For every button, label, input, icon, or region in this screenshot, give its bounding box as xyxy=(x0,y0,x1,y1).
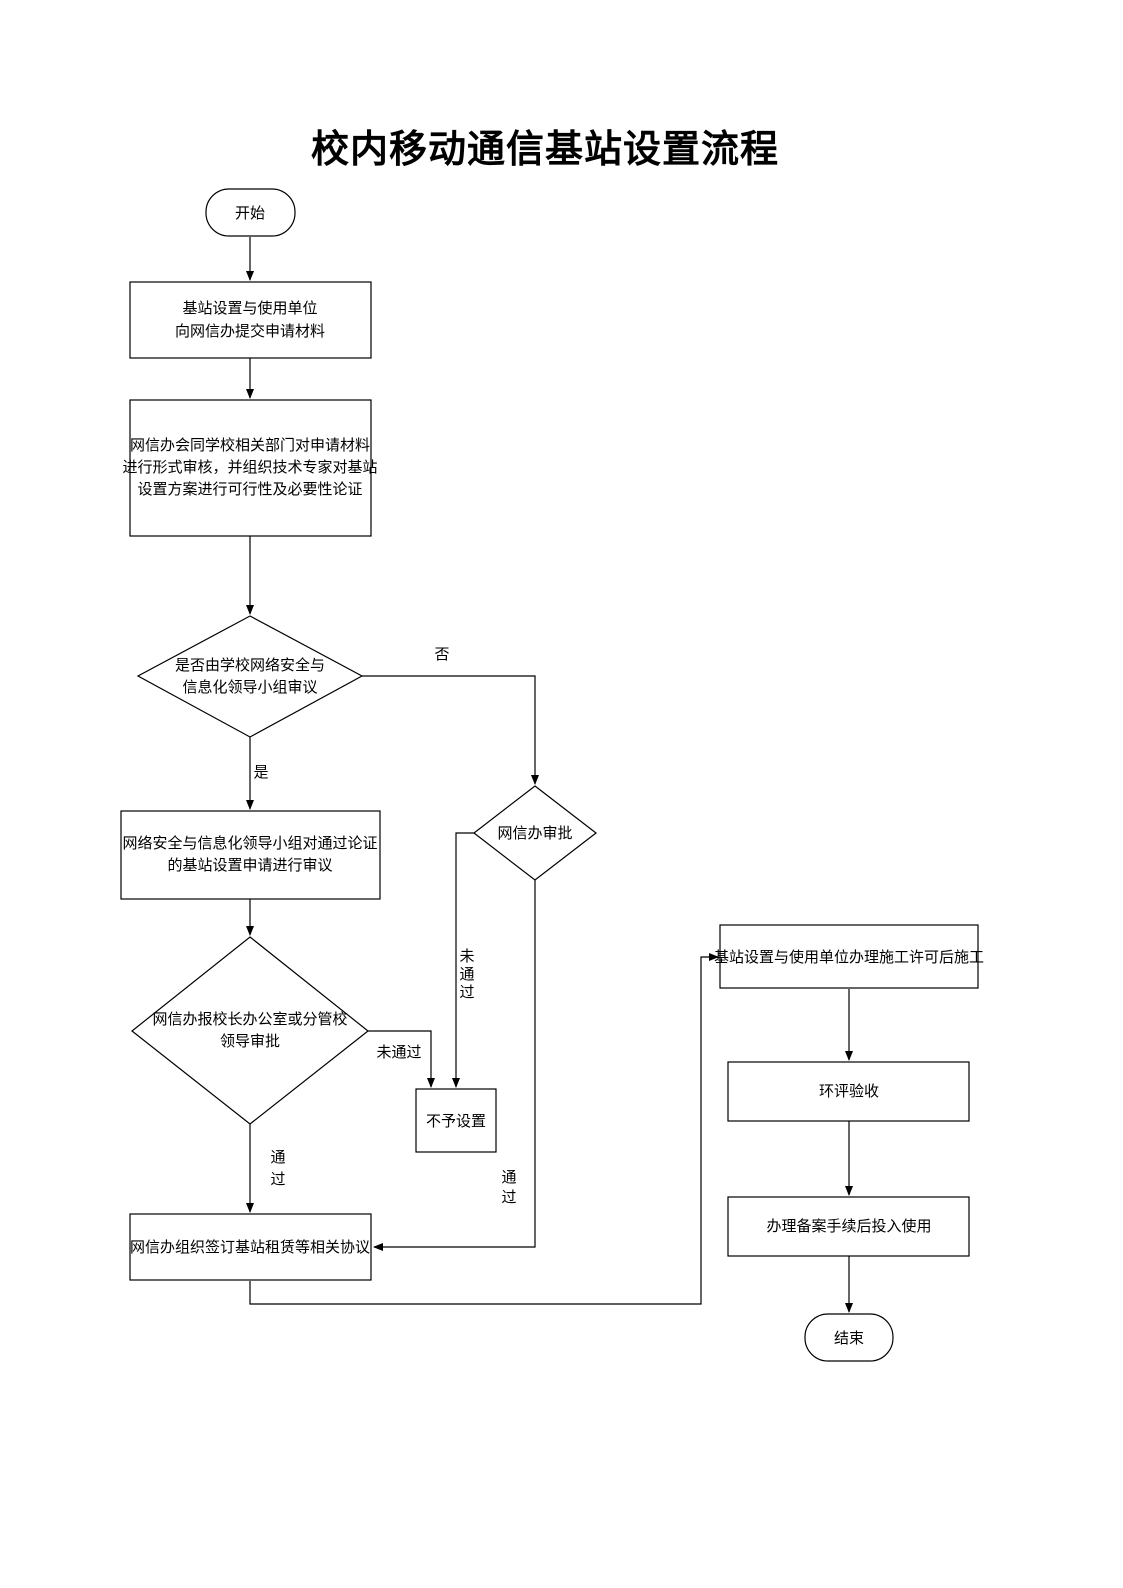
filing-node: 办理备案手续后投入使用 xyxy=(727,1196,970,1257)
env-acceptance-label: 环评验收 xyxy=(819,1082,879,1100)
env-acceptance-node: 环评验收 xyxy=(727,1061,970,1122)
committee-review-node: 网络安全与信息化领导小组对通过论证 的基站设置申请进行审议 xyxy=(120,810,381,900)
filing-label: 办理备案手续后投入使用 xyxy=(766,1217,931,1235)
page-title: 校内移动通信基站设置流程 xyxy=(310,126,779,171)
edge-label-yes: 是 xyxy=(253,763,268,781)
construction-label: 基站设置与使用单位办理施工许可后施工 xyxy=(714,948,984,966)
edge-label-no: 否 xyxy=(434,645,449,663)
leader-approval-line-2: 领导审批 xyxy=(220,1032,280,1050)
submit-line-2: 向网信办提交申请材料 xyxy=(175,322,325,340)
start-label: 开始 xyxy=(235,204,265,222)
edge-cac-passed xyxy=(373,880,536,1251)
end-label: 结束 xyxy=(834,1329,864,1347)
cac-approval-label: 网信办审批 xyxy=(497,824,572,842)
reject-node: 不予设置 xyxy=(415,1088,497,1153)
decision-committee-line-1: 是否由学校网络安全与 xyxy=(175,656,325,674)
edge-label-not-passed-v1: 未 xyxy=(459,947,474,965)
committee-review-line-2: 的基站设置申请进行审议 xyxy=(167,856,332,874)
submit-node: 基站设置与使用单位 向网信办提交申请材料 xyxy=(129,281,372,359)
reject-label: 不予设置 xyxy=(426,1112,486,1130)
review-line-3: 设置方案进行可行性及必要性论证 xyxy=(137,480,362,498)
committee-review-line-1: 网络安全与信息化领导小组对通过论证 xyxy=(122,834,377,852)
leader-approval-line-1: 网信办报校长办公室或分管校 xyxy=(152,1010,347,1028)
edge-cac-notpassed xyxy=(452,832,474,1088)
edge-label-not-passed-v3: 过 xyxy=(459,983,474,1001)
edge-label-passed-right-2: 过 xyxy=(501,1188,516,1206)
edge-label-not-passed-v2: 通 xyxy=(459,965,474,983)
sign-agreement-node: 网信办组织签订基站租赁等相关协议 xyxy=(129,1213,372,1281)
edge-label-passed-left-2: 过 xyxy=(270,1170,285,1188)
review-line-1: 网信办会同学校相关部门对申请材料 xyxy=(130,436,370,454)
connectors xyxy=(246,237,853,1313)
edge-sign-construction xyxy=(249,953,719,1305)
edge-labels: 否 是 未 通 过 未通过 通 过 通 过 xyxy=(253,645,516,1206)
start-node: 开始 xyxy=(205,188,296,237)
construction-node: 基站设置与使用单位办理施工许可后施工 xyxy=(714,924,984,989)
decision-committee-node: 是否由学校网络安全与 信息化领导小组审议 xyxy=(136,615,364,738)
edge-label-not-passed: 未通过 xyxy=(376,1043,421,1061)
edge-leader-notpassed xyxy=(368,1030,435,1088)
leader-approval-node: 网信办报校长办公室或分管校 领导审批 xyxy=(131,936,369,1125)
end-node: 结束 xyxy=(804,1313,894,1362)
submit-line-1: 基站设置与使用单位 xyxy=(182,299,317,317)
edge-label-passed-right-1: 通 xyxy=(501,1168,516,1186)
decision-committee-line-2: 信息化领导小组审议 xyxy=(182,678,317,696)
sign-agreement-label: 网信办组织签订基站租赁等相关协议 xyxy=(130,1238,370,1256)
review-node: 网信办会同学校相关部门对申请材料 进行形式审核，并组织技术专家对基站 设置方案进… xyxy=(122,399,378,537)
edge-label-passed-left-1: 通 xyxy=(270,1148,285,1166)
edge-decision-no xyxy=(362,675,539,785)
review-line-2: 进行形式审核，并组织技术专家对基站 xyxy=(122,458,377,476)
cac-approval-node: 网信办审批 xyxy=(473,785,597,881)
